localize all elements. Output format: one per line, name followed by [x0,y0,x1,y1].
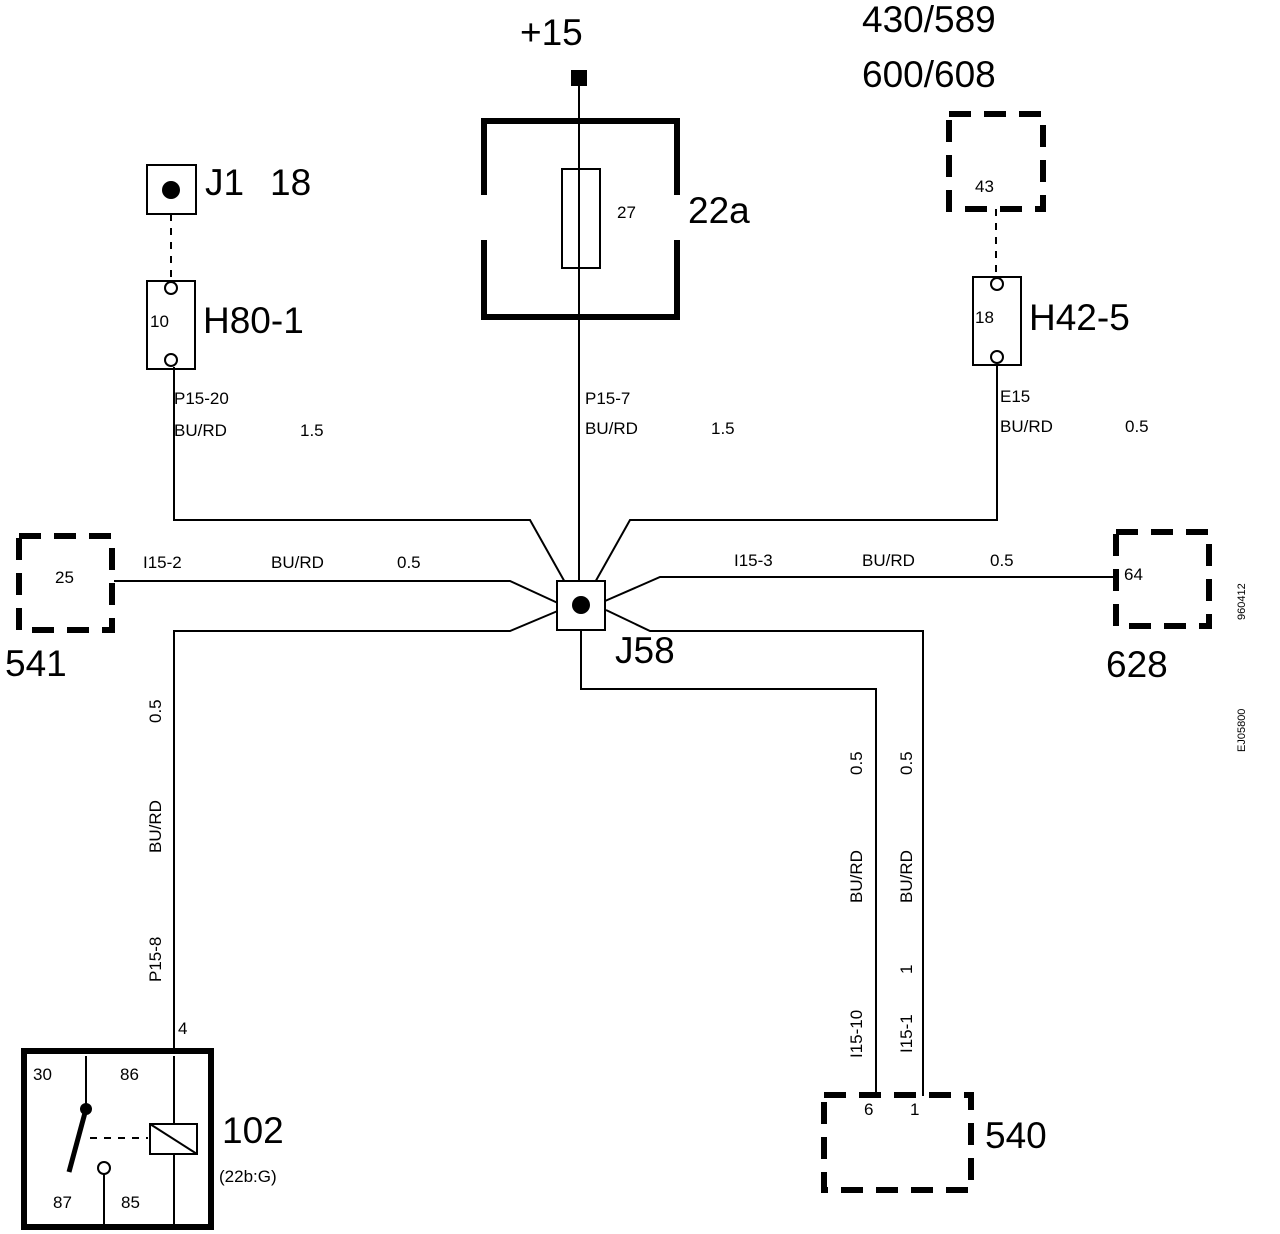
wire-p15-7-id: P15-7 [585,389,630,408]
wire-i15-10-id: I15-10 [847,1010,866,1058]
connector-h80-1[interactable]: 10 [146,280,196,370]
fuse-number: 27 [617,203,636,222]
comp-430-line1: 430/589 [862,0,996,40]
relay-terminal-30: 30 [33,1065,52,1084]
wire-i15-3-color: BU/RD [862,551,915,570]
wire-e15-size: 0.5 [1125,417,1149,436]
relay-102[interactable]: 30 86 87 85 [21,1048,214,1230]
relay-terminal-85: 85 [121,1193,140,1212]
connector-j1[interactable] [146,164,197,215]
power-terminal-label: +15 [520,12,583,53]
comp-628-label: 628 [1106,644,1168,685]
j1-pin-icon [162,181,180,199]
component-628[interactable]: 64 [1113,529,1212,629]
connector-h42-5[interactable]: 18 [972,276,1022,366]
fuse-box-label: 22a [688,190,750,231]
component-430[interactable]: 43 [946,111,1046,212]
comp-540-pin-b: 1 [910,1100,919,1119]
wire-p15-7-color: BU/RD [585,419,638,438]
h42-top-pin-icon [990,277,1004,291]
wire-e15-id: E15 [1000,387,1030,406]
comp-430-line2: 600/608 [862,54,996,95]
relay-ref: (22b:G) [219,1167,277,1186]
wire-i15-1-size: 0.5 [897,751,916,775]
wire-i15-2-id: I15-2 [143,553,182,572]
relay-terminal-87: 87 [53,1193,72,1212]
comp-628-pin: 64 [1124,565,1143,584]
wire-i15-10-size: 0.5 [847,751,866,775]
splice-j58[interactable] [556,580,606,631]
wire-i15-10-color: BU/RD [847,850,866,903]
h42-bottom-pin-icon [990,350,1004,364]
wire-i15-2[interactable] [114,580,561,605]
j58-node-icon [572,596,590,614]
component-540[interactable]: 6 1 [821,1092,974,1193]
wire-e15[interactable] [588,365,998,594]
wire-e15-color: BU/RD [1000,417,1053,436]
wire-i15-1-pin: 1 [897,965,916,974]
wire-i15-2-size: 0.5 [397,553,421,572]
j58-label: J58 [615,630,675,671]
comp-430-pin: 43 [975,177,994,196]
wire-i15-3-id: I15-3 [734,551,773,570]
wire-i15-10[interactable] [580,630,877,1096]
wire-p15-20-size: 1.5 [300,421,324,440]
wire-p15-20-color: BU/RD [174,421,227,440]
wire-i15-1-color: BU/RD [897,850,916,903]
h80-top-pin-icon [164,281,178,295]
h80-pin: 10 [150,312,169,331]
wire-p15-20[interactable] [173,367,572,594]
h80-label: H80-1 [203,300,304,341]
j1-pin: 18 [270,162,311,203]
wire-i15-1[interactable] [605,609,924,1096]
wire-p15-8-size: 0.5 [146,699,165,723]
comp-540-label: 540 [985,1115,1047,1156]
relay-entry-pin: 4 [178,1019,187,1038]
wire-p15-20-id: P15-20 [174,389,229,408]
comp-541-label: 541 [5,643,67,684]
wire-i15-3[interactable] [604,576,1118,602]
relay-label: 102 [222,1110,284,1151]
h42-pin: 18 [975,308,994,327]
wire-p15-8-id: P15-8 [146,937,165,982]
wire-i15-1-id: I15-1 [897,1014,916,1053]
wire-p15-8-color: BU/RD [146,800,165,853]
comp-540-pin-a: 6 [864,1100,873,1119]
wire-p15-7-size: 1.5 [711,419,735,438]
component-541[interactable]: 25 [16,533,115,633]
j1-label: J1 [205,162,244,203]
wire-i15-2-color: BU/RD [271,553,324,572]
h80-bottom-pin-icon [164,353,178,367]
fuse-icon [561,168,601,269]
side-code-2: EJ05800 [1236,709,1248,752]
relay-coil-diagonal [149,1123,198,1155]
wire-p15-8[interactable] [173,609,561,1050]
fuse-box-22a[interactable]: 27 [480,118,681,320]
comp-541-pin: 25 [55,568,74,587]
power-terminal-icon [571,70,587,86]
side-code-1: 960412 [1236,583,1248,620]
wire-i15-3-size: 0.5 [990,551,1014,570]
relay-switch-arm-icon [66,1108,89,1173]
relay-terminal-86: 86 [120,1065,139,1084]
h42-label: H42-5 [1029,297,1130,338]
relay-contact-icon [97,1161,111,1175]
